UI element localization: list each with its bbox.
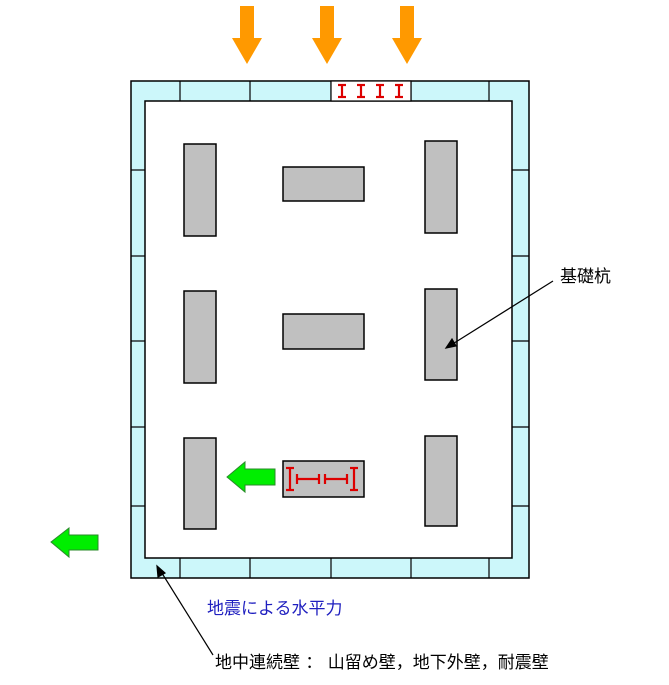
strut-marks-pile (286, 466, 358, 492)
left-arrow-icon (50, 526, 99, 559)
pile (282, 166, 365, 202)
pile (424, 288, 458, 381)
left-arrow-icon (226, 460, 276, 494)
foundation-piles (183, 140, 458, 530)
load-arrows (232, 6, 422, 64)
down-arrow-icon (392, 6, 422, 64)
pile (183, 143, 217, 237)
down-arrow-icon (312, 6, 342, 64)
pile (424, 140, 458, 234)
down-arrow-icon (232, 6, 262, 64)
pile (282, 460, 365, 498)
leader-lines (156, 280, 554, 656)
seismic-arrows (50, 460, 276, 559)
strut-marks-top (338, 83, 403, 99)
seismic-force-label: 地震による水平力 (207, 599, 343, 619)
pile (183, 437, 217, 530)
pile (424, 435, 458, 527)
foundation-pile-label: 基礎杭 (560, 267, 611, 287)
diaphragm-wall-label: 地中連続壁 ： 山留め壁，地下外壁，耐震壁 (215, 653, 549, 673)
pile (282, 313, 365, 350)
pile (183, 290, 217, 384)
